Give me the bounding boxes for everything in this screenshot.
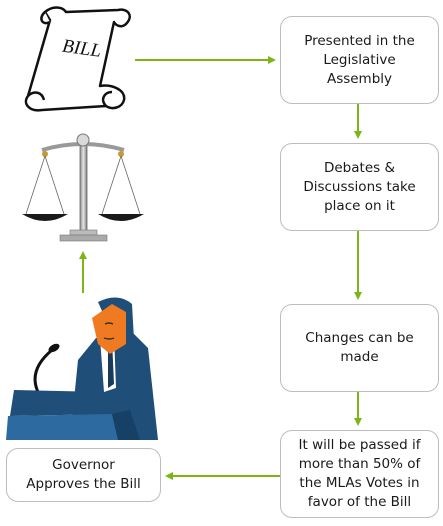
step-governor-label: Governor Approves the Bill (26, 457, 141, 492)
step-governor-box: Governor Approves the Bill (6, 448, 161, 502)
step-presented-label: Presented in the Legislative Assembly (304, 32, 415, 87)
step-debates-label: Debates & Discussions take place on it (303, 159, 416, 214)
step-changes-label: Changes can be made (305, 330, 414, 365)
step-changes-box: Changes can be made (280, 304, 439, 392)
step-passed-box: It will be passed if more than 50% of th… (280, 430, 439, 518)
step-passed-label: It will be passed if more than 50% of th… (298, 437, 421, 510)
step-debates-box: Debates & Discussions take place on it (280, 143, 439, 231)
step-presented-box: Presented in the Legislative Assembly (280, 16, 439, 104)
